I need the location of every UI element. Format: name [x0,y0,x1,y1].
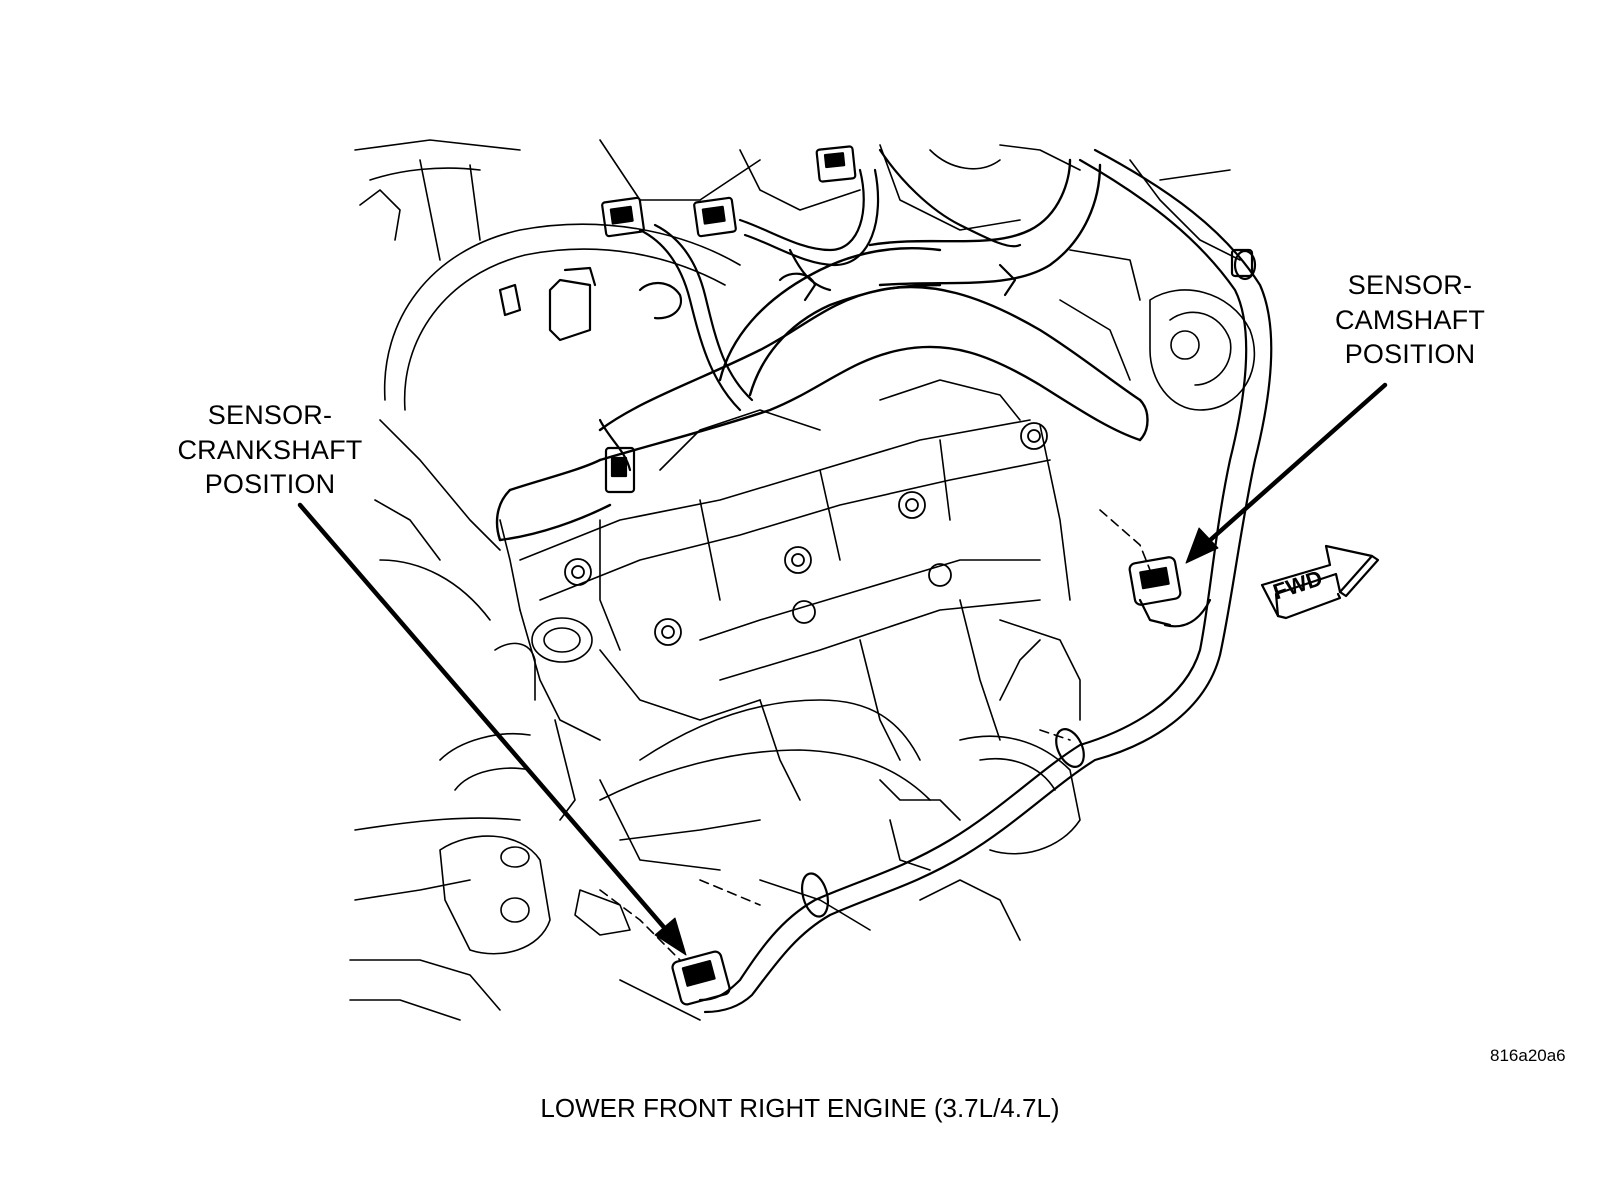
crankshaft-callout-arrow [297,502,687,956]
connectors [498,145,1254,1006]
camshaft-callout-arrow [1185,382,1388,564]
crankshaft-label-line-1: SENSOR- [207,400,333,430]
camshaft-sensor-connector [1128,556,1182,627]
crankshaft-sensor-connector [671,950,731,1006]
camshaft-sensor-label: SENSOR- CAMSHAFT POSITION [1290,268,1530,372]
camshaft-label-line-1: SENSOR- [1347,270,1473,300]
figure-reference-code: 816a20a6 [1490,1046,1566,1065]
crankshaft-label-line-2: CRANKSHAFT [177,434,363,465]
engine-background [349,139,1256,1021]
fwd-label: FWD [1270,565,1325,604]
fwd-arrow-icon: FWD [1260,544,1380,620]
crankshaft-sensor-label: SENSOR- CRANKSHAFT POSITION [140,398,400,502]
camshaft-label-line-2: CAMSHAFT [1334,304,1486,335]
camshaft-label-line-3: POSITION [1344,339,1476,370]
coolant-hoses [495,158,1149,542]
wiring-harness [598,148,1273,1014]
figure-caption: LOWER FRONT RIGHT ENGINE (3.7L/4.7L) [540,1093,1060,1123]
connection-dashes [599,509,1151,961]
crankshaft-label-line-3: POSITION [204,469,336,500]
